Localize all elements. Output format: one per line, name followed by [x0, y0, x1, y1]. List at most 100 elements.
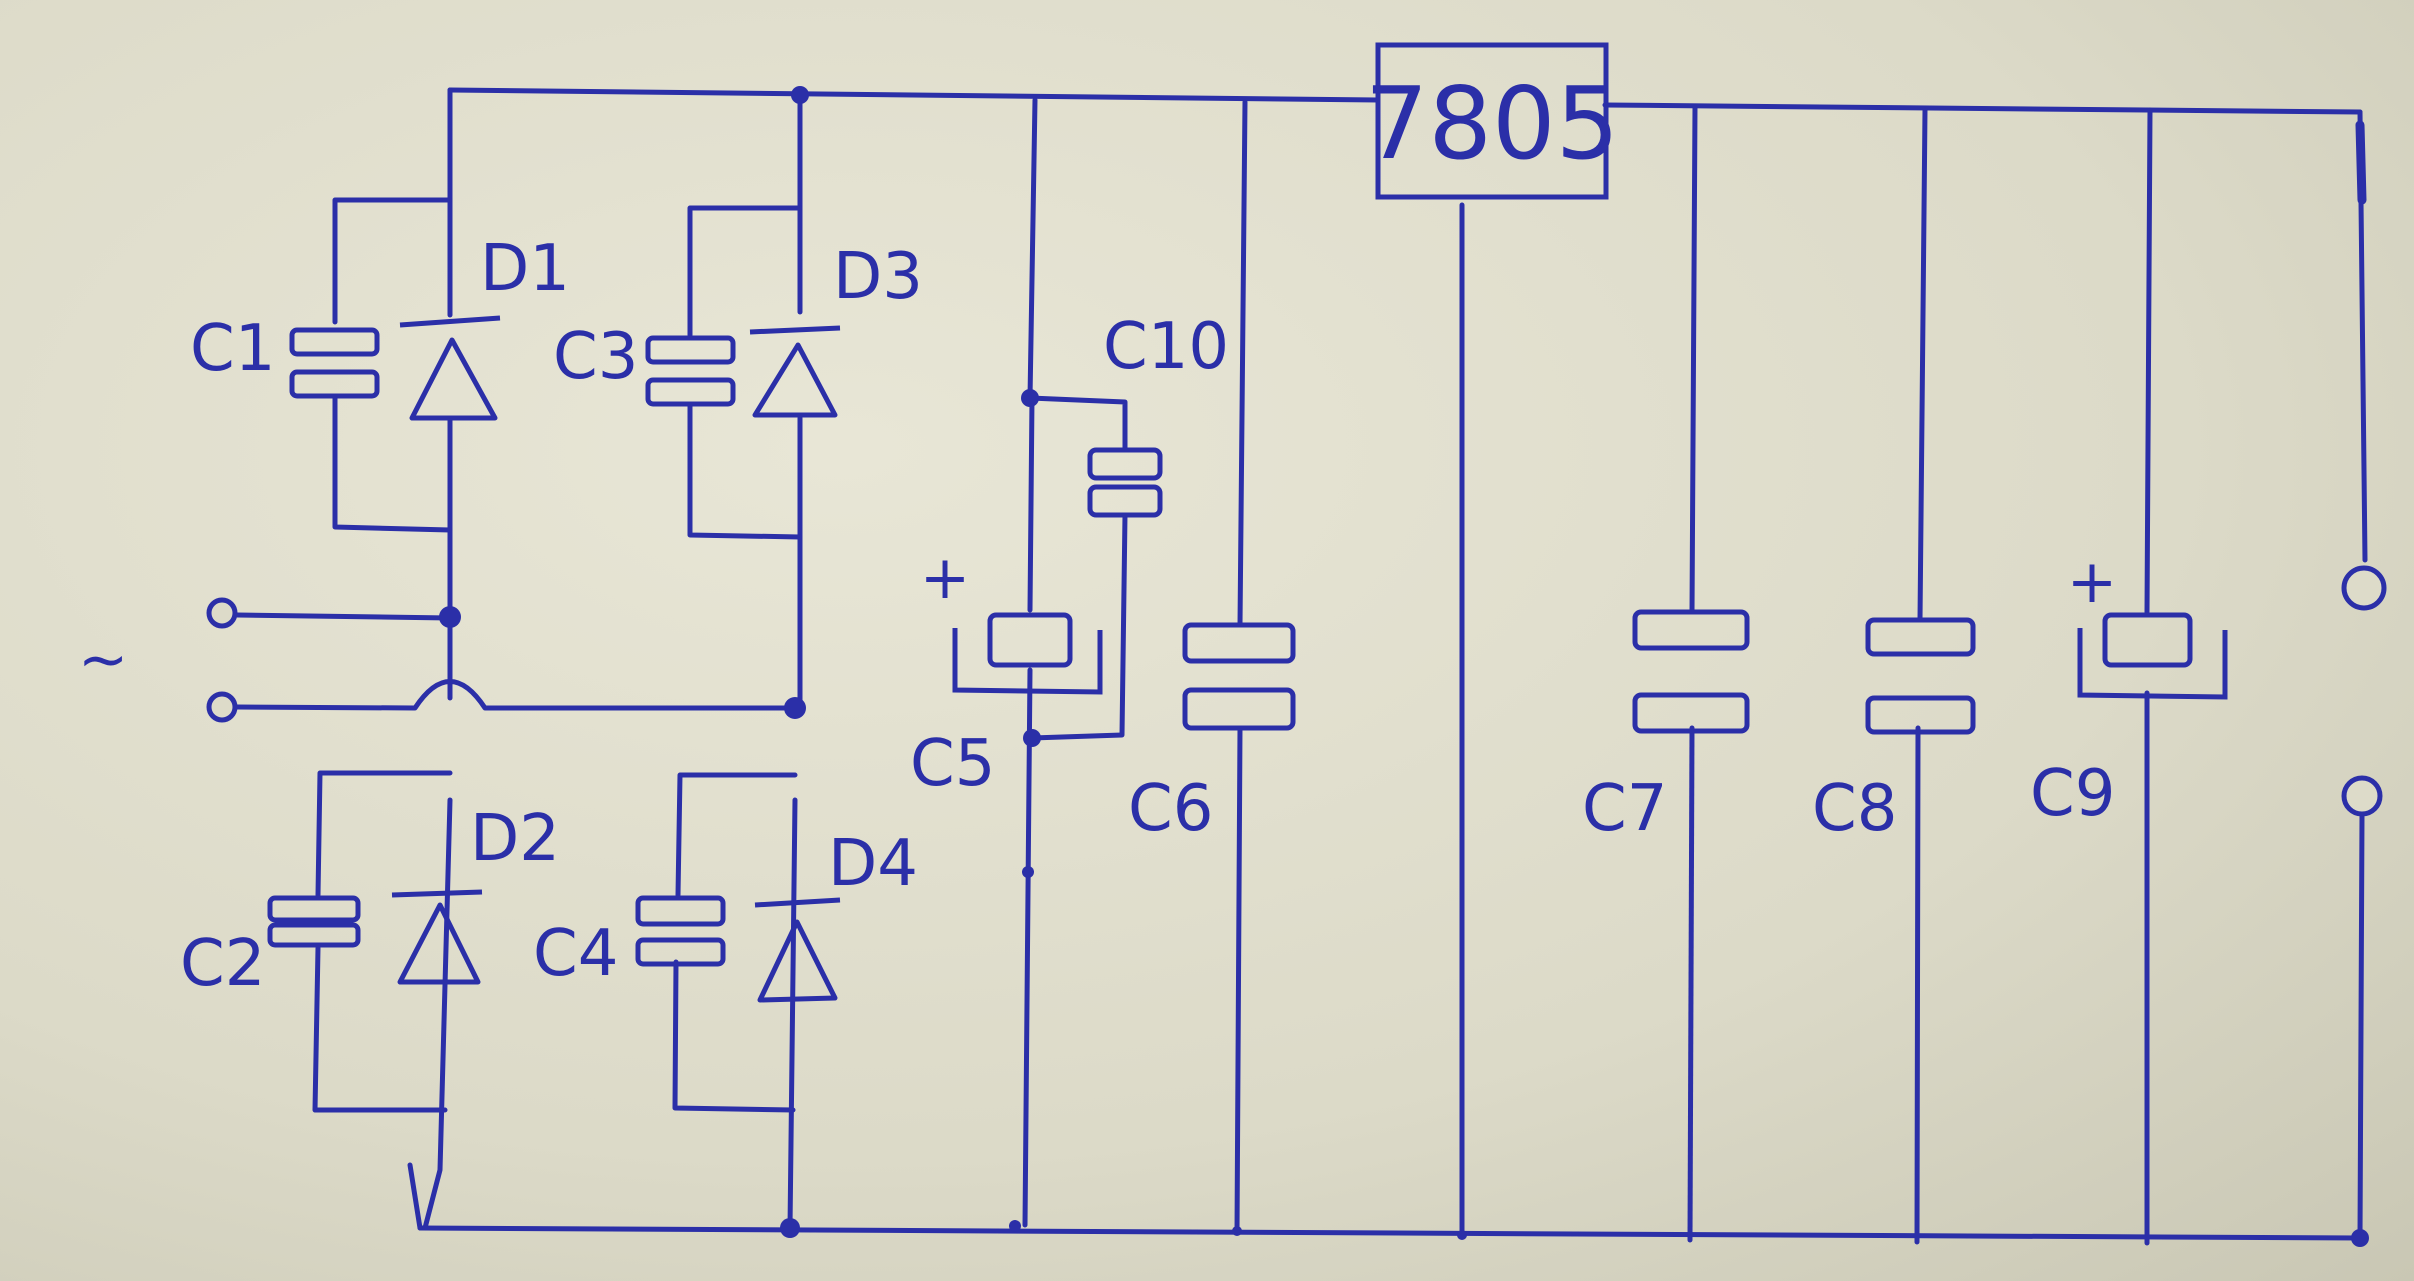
c9-top-wire	[2144, 107, 2153, 615]
c6-bottom-wire	[1234, 725, 1243, 1235]
output-terminal-negative	[2341, 775, 2383, 817]
node-bottom-output	[2351, 1229, 2369, 1247]
c1-plate-top	[289, 327, 380, 357]
d1-triangle	[409, 337, 498, 421]
label-c3: C3	[553, 320, 638, 394]
capacitor-c7	[1632, 609, 1750, 734]
capacitor-c4	[635, 895, 726, 967]
c5-top-wire	[1027, 97, 1038, 401]
capacitor-c3	[645, 335, 736, 407]
c10-plate-bottom	[1087, 484, 1163, 518]
capacitor-c2	[267, 895, 361, 948]
c7-plate-top	[1632, 609, 1750, 651]
d4-triangle	[757, 919, 838, 1003]
c7-top-wire	[1689, 104, 1698, 615]
c6-plate-bottom	[1182, 687, 1296, 731]
c9-plate	[2102, 612, 2193, 668]
c3-plate-top	[645, 335, 736, 365]
diode-d4	[754, 897, 841, 1003]
output-terminal-positive	[2341, 565, 2387, 611]
node-c10-bottom	[1023, 729, 1041, 747]
regulator-7805: 7805	[1365, 42, 1620, 200]
c4-plate-bottom	[635, 937, 726, 967]
c2-plate-bottom	[267, 922, 361, 948]
c5-bottom-wire	[1022, 667, 1033, 1228]
label-c2: C2	[180, 927, 265, 1001]
label-c6: C6	[1128, 772, 1213, 846]
d2-triangle	[397, 902, 481, 985]
c10-plate-top	[1087, 447, 1163, 481]
output-thick-segment	[2355, 120, 2367, 205]
regulator-box	[1375, 42, 1609, 200]
c4-plate-top	[635, 895, 726, 927]
c10-bottom-wire	[1029, 512, 1128, 741]
c4-top-wire	[675, 772, 798, 898]
c5-upper-lead	[1027, 395, 1035, 613]
label-c4: C4	[533, 917, 618, 991]
d4-bar	[754, 897, 841, 908]
c5-polarity: +	[920, 543, 970, 613]
labels: ~ D1 D2 D3 D4 C1 C2 C3 C4 C5 C6 C7 C8 C9…	[78, 232, 2115, 1001]
c6-top-wire	[1237, 99, 1248, 628]
label-d4: D4	[828, 827, 918, 901]
tick-mark	[407, 1162, 423, 1231]
label-c7: C7	[1582, 772, 1667, 846]
node-c10-top	[1021, 389, 1039, 407]
c8-top-wire	[1917, 107, 1928, 623]
d2-bottom-wire	[422, 797, 453, 1231]
d3-bar	[749, 325, 841, 335]
c2-top-wire	[315, 770, 453, 898]
label-c10: C10	[1103, 310, 1229, 384]
d3-triangle	[752, 342, 838, 418]
node-bottom-c6	[1232, 1226, 1242, 1236]
junction-nodes	[439, 86, 2369, 1247]
c5-plate	[987, 612, 1073, 668]
node-ac2	[784, 697, 806, 719]
diode-d3	[749, 325, 841, 418]
bottom-rail	[417, 1225, 2363, 1241]
c1-plate-bottom	[289, 369, 380, 399]
diode-d2	[391, 889, 483, 985]
capacitor-c6	[1182, 622, 1296, 731]
c3-top-wire	[687, 205, 803, 338]
top-rail-left	[447, 87, 1381, 103]
node-top-rail	[791, 86, 809, 104]
c10-top-wire	[1027, 395, 1128, 451]
ac-input-1-wire	[234, 612, 453, 621]
c7-bottom-wire	[1687, 725, 1695, 1243]
label-c5: C5	[910, 727, 995, 801]
label-c9: C9	[2030, 757, 2115, 831]
node-ac1	[439, 606, 461, 628]
c2-plate-top	[267, 895, 361, 923]
c8-plate-bottom	[1865, 695, 1976, 735]
regulator-label: 7805	[1365, 65, 1620, 182]
c3-bottom-wire	[687, 402, 803, 540]
c6-plate-top	[1182, 622, 1296, 664]
terminals	[206, 565, 2387, 817]
d1-bar	[399, 315, 501, 328]
c3-plate-bottom	[645, 377, 736, 407]
node-bottom-reg	[1457, 1230, 1467, 1240]
ac-symbol: ~	[78, 625, 128, 695]
c9-cup	[2077, 628, 2228, 700]
c4-bottom-wire	[672, 959, 796, 1113]
c1-bottom-wire	[332, 394, 453, 533]
c5-cup	[952, 628, 1103, 695]
capacitor-c1	[289, 327, 380, 399]
capacitor-c10	[1087, 447, 1163, 518]
ac-input-terminal-2	[206, 691, 238, 723]
ac-input-terminal-1	[206, 597, 238, 629]
c9-polarity: +	[2067, 547, 2117, 617]
diode-d1	[399, 315, 501, 421]
d4-bottom-wire	[787, 797, 798, 1231]
c2-bottom-wire	[312, 945, 448, 1113]
top-rail-right	[1602, 102, 2363, 115]
c7-plate-bottom	[1632, 692, 1750, 734]
ac-input-2-wire	[234, 679, 798, 711]
label-c1: C1	[190, 312, 275, 386]
d2-bar	[391, 889, 483, 898]
node-bottom-c5	[1009, 1220, 1021, 1232]
node-bottom-bridge	[780, 1218, 800, 1238]
node-c5-dot	[1022, 866, 1034, 878]
